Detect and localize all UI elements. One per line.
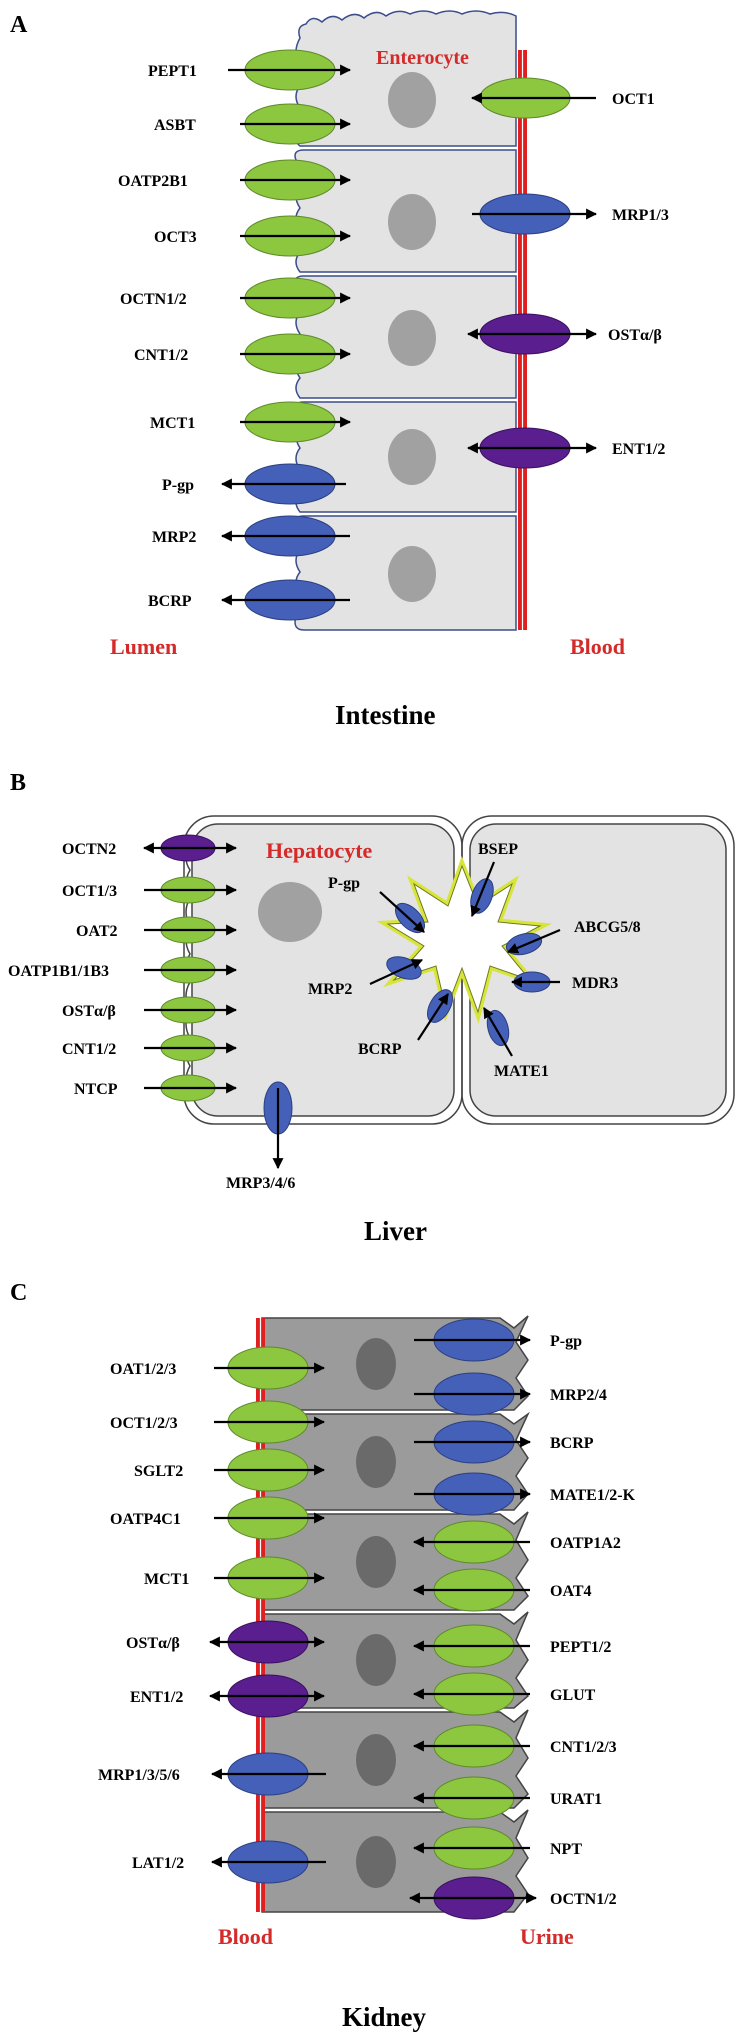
label-ostab: OSTα/β	[608, 327, 662, 344]
label-ostab: OSTα/β	[126, 1635, 180, 1652]
kidney-title: Kidney	[342, 2002, 427, 2032]
label-ent12: ENT1/2	[130, 1689, 183, 1706]
hepatocyte-nucleus	[258, 882, 322, 942]
label-cnt123: CNT1/2/3	[550, 1739, 617, 1756]
label-oatp1b1: OATP1B1/1B3	[8, 963, 109, 980]
label-cnt12: CNT1/2	[62, 1041, 116, 1058]
label-mct1: MCT1	[150, 415, 195, 432]
kidney-blood-label: Blood	[218, 1924, 273, 1949]
label-octn2: OCTN2	[62, 841, 116, 858]
canalicular-arrow	[379, 891, 425, 933]
intestine-apical-transporters	[220, 49, 352, 621]
panel-a-letter: A	[10, 12, 28, 38]
label-mdr3: MDR3	[572, 975, 618, 992]
kidney-nucleus	[356, 1836, 396, 1888]
liver-title: Liver	[364, 1216, 427, 1246]
label-oct1: OCT1	[612, 91, 655, 108]
label-pept12: PEPT1/2	[550, 1639, 611, 1656]
label-mrp24: MRP2/4	[550, 1387, 607, 1404]
label-ntcp: NTCP	[74, 1081, 118, 1098]
kidney-basolateral-labels: OAT1/2/3 OCT1/2/3 SGLT2 OATP4C1 MCT1 OST…	[98, 1361, 189, 1872]
enterocyte-nucleus	[388, 546, 436, 602]
label-octn12: OCTN1/2	[120, 291, 187, 308]
label-sglt2: SGLT2	[134, 1463, 183, 1480]
label-mrp346: MRP3/4/6	[226, 1175, 295, 1192]
label-canalicular-pgp: P-gp	[328, 875, 360, 892]
kidney-nucleus	[356, 1536, 396, 1588]
canalicular-arrow	[417, 993, 449, 1041]
label-mrp1356: MRP1/3/5/6	[98, 1767, 180, 1784]
bile-canaliculus-edge	[386, 864, 542, 1014]
enterocyte-nucleus	[388, 310, 436, 366]
label-oct123: OCT1/2/3	[110, 1415, 178, 1432]
label-bcrp: BCRP	[148, 593, 192, 610]
panel-b-letter: B	[10, 770, 26, 796]
blood-label: Blood	[570, 634, 625, 659]
kidney-nucleus	[356, 1338, 396, 1390]
canalicular-arrow	[470, 861, 496, 918]
label-lat12: LAT1/2	[132, 1855, 184, 1872]
intestine-apical-labels: PEPT1 ASBT OATP2B1 OCT3 OCTN1/2 CNT1/2 M…	[118, 63, 197, 610]
label-mate12k: MATE1/2-K	[550, 1487, 636, 1504]
label-canalicular-bcrp: BCRP	[358, 1041, 402, 1058]
canalicular-arrow	[483, 1007, 513, 1057]
panel-c-letter: C	[10, 1280, 27, 1306]
label-abcg58: ABCG5/8	[574, 919, 641, 936]
label-ostab: OSTα/β	[62, 1003, 116, 1020]
label-mate1: MATE1	[494, 1063, 549, 1080]
label-octn12: OCTN1/2	[550, 1891, 617, 1908]
canalicular-arrow	[506, 928, 561, 954]
label-oatp2b1: OATP2B1	[118, 173, 188, 190]
label-npt: NPT	[550, 1841, 582, 1858]
liver-sinusoidal-transporters	[142, 834, 238, 1102]
label-mrp2: MRP2	[152, 529, 196, 546]
urine-label: Urine	[520, 1924, 574, 1949]
label-glut: GLUT	[550, 1687, 596, 1704]
kidney-panel: C	[10, 1280, 636, 2032]
label-mrp13: MRP1/3	[612, 207, 669, 224]
liver-panel: B Hepatocyte	[8, 770, 735, 1246]
intestine-basolateral-transporters	[466, 77, 598, 469]
label-canalicular-mrp2: MRP2	[308, 981, 352, 998]
enterocyte-nucleus	[388, 429, 436, 485]
label-ent12: ENT1/2	[612, 441, 665, 458]
label-bcrp: BCRP	[550, 1435, 594, 1452]
label-pgp: P-gp	[162, 477, 194, 494]
lumen-label: Lumen	[110, 634, 177, 659]
label-oct3: OCT3	[154, 229, 197, 246]
label-oat2: OAT2	[76, 923, 117, 940]
kidney-nucleus	[356, 1436, 396, 1488]
label-urat1: URAT1	[550, 1791, 602, 1808]
kidney-nucleus	[356, 1634, 396, 1686]
enterocyte-nucleus	[388, 72, 436, 128]
enterocyte-nucleus	[388, 194, 436, 250]
label-oat123: OAT1/2/3	[110, 1361, 176, 1378]
liver-sinusoidal-labels: OCTN2 OCT1/3 OAT2 OATP1B1/1B3 OSTα/β CNT…	[8, 841, 118, 1098]
intestine-basolateral-labels: OCT1 MRP1/3 OSTα/β ENT1/2	[608, 91, 669, 458]
liver-canalicular-labels: P-gp MRP2 BCRP BSEP ABCG5/8 MDR3 MATE1	[308, 841, 641, 1080]
label-pept1: PEPT1	[148, 63, 197, 80]
canalicular-arrow	[369, 959, 423, 985]
kidney-basolateral-transporters	[208, 1346, 326, 1884]
label-asbt: ASBT	[154, 117, 196, 134]
label-oct13: OCT1/3	[62, 883, 117, 900]
label-oatp1a2: OATP1A2	[550, 1535, 621, 1552]
kidney-nucleus	[356, 1734, 396, 1786]
kidney-apical-transporters	[408, 1318, 538, 1920]
label-bsep: BSEP	[478, 841, 518, 858]
label-mct1: MCT1	[144, 1571, 189, 1588]
kidney-apical-labels: P-gp MRP2/4 BCRP MATE1/2-K OATP1A2 OAT4 …	[550, 1333, 636, 1908]
label-oatp4c1: OATP4C1	[110, 1511, 181, 1528]
label-cnt12: CNT1/2	[134, 347, 188, 364]
label-oat4: OAT4	[550, 1583, 591, 1600]
enterocyte-label: Enterocyte	[376, 47, 469, 69]
liver-canalicular-transporters	[369, 861, 561, 1057]
hepatocyte-label: Hepatocyte	[266, 838, 373, 863]
label-pgp: P-gp	[550, 1333, 582, 1350]
intestine-panel: A Enterocyte Lumen Blood Intestine	[10, 10, 669, 730]
intestine-title: Intestine	[335, 700, 436, 730]
